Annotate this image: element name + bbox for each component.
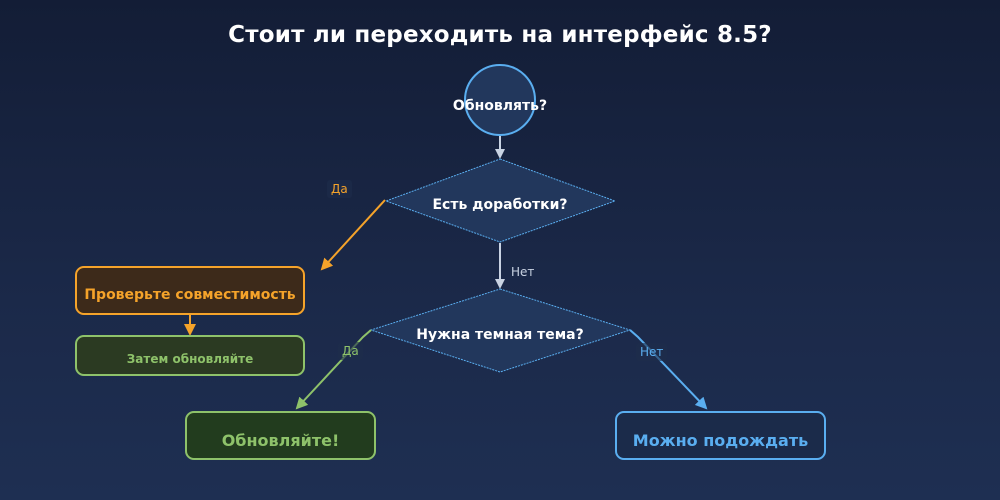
check-compatibility-box[interactable]: Проверьте совместимость bbox=[75, 266, 305, 315]
can-wait-box[interactable]: Можно подождать bbox=[615, 411, 826, 460]
update-label: Обновляйте! bbox=[221, 431, 340, 450]
diagram-title: Стоит ли переходить на интерфейс 8.5? bbox=[228, 22, 772, 48]
edge-decision2-no bbox=[629, 329, 708, 410]
then-update-box[interactable]: Затем обновляйте bbox=[75, 335, 305, 376]
edge-label-decision1-yes: Да bbox=[327, 180, 352, 198]
decision1-shape[interactable] bbox=[384, 158, 617, 243]
decision1-label: Есть доработки? bbox=[432, 197, 568, 213]
can-wait-label: Можно подождать bbox=[632, 431, 809, 450]
then-update-label: Затем обновляйте bbox=[126, 351, 254, 366]
edge-label-decision1-no: Нет bbox=[511, 265, 535, 279]
edge-label-decision2-yes: Да bbox=[338, 342, 363, 360]
edge-label-decision2-no: Нет bbox=[636, 343, 668, 361]
edge-decision2-yes bbox=[295, 329, 372, 410]
decision2-label: Нужна темная тема? bbox=[416, 327, 584, 343]
start-node-label: Обновлять? bbox=[452, 98, 548, 114]
update-box[interactable]: Обновляйте! bbox=[185, 411, 376, 460]
decision2-shape[interactable] bbox=[369, 288, 632, 373]
check-compatibility-label: Проверьте совместимость bbox=[84, 286, 296, 303]
start-node-shape[interactable] bbox=[464, 64, 536, 136]
edge-decision1-yes bbox=[320, 199, 386, 271]
